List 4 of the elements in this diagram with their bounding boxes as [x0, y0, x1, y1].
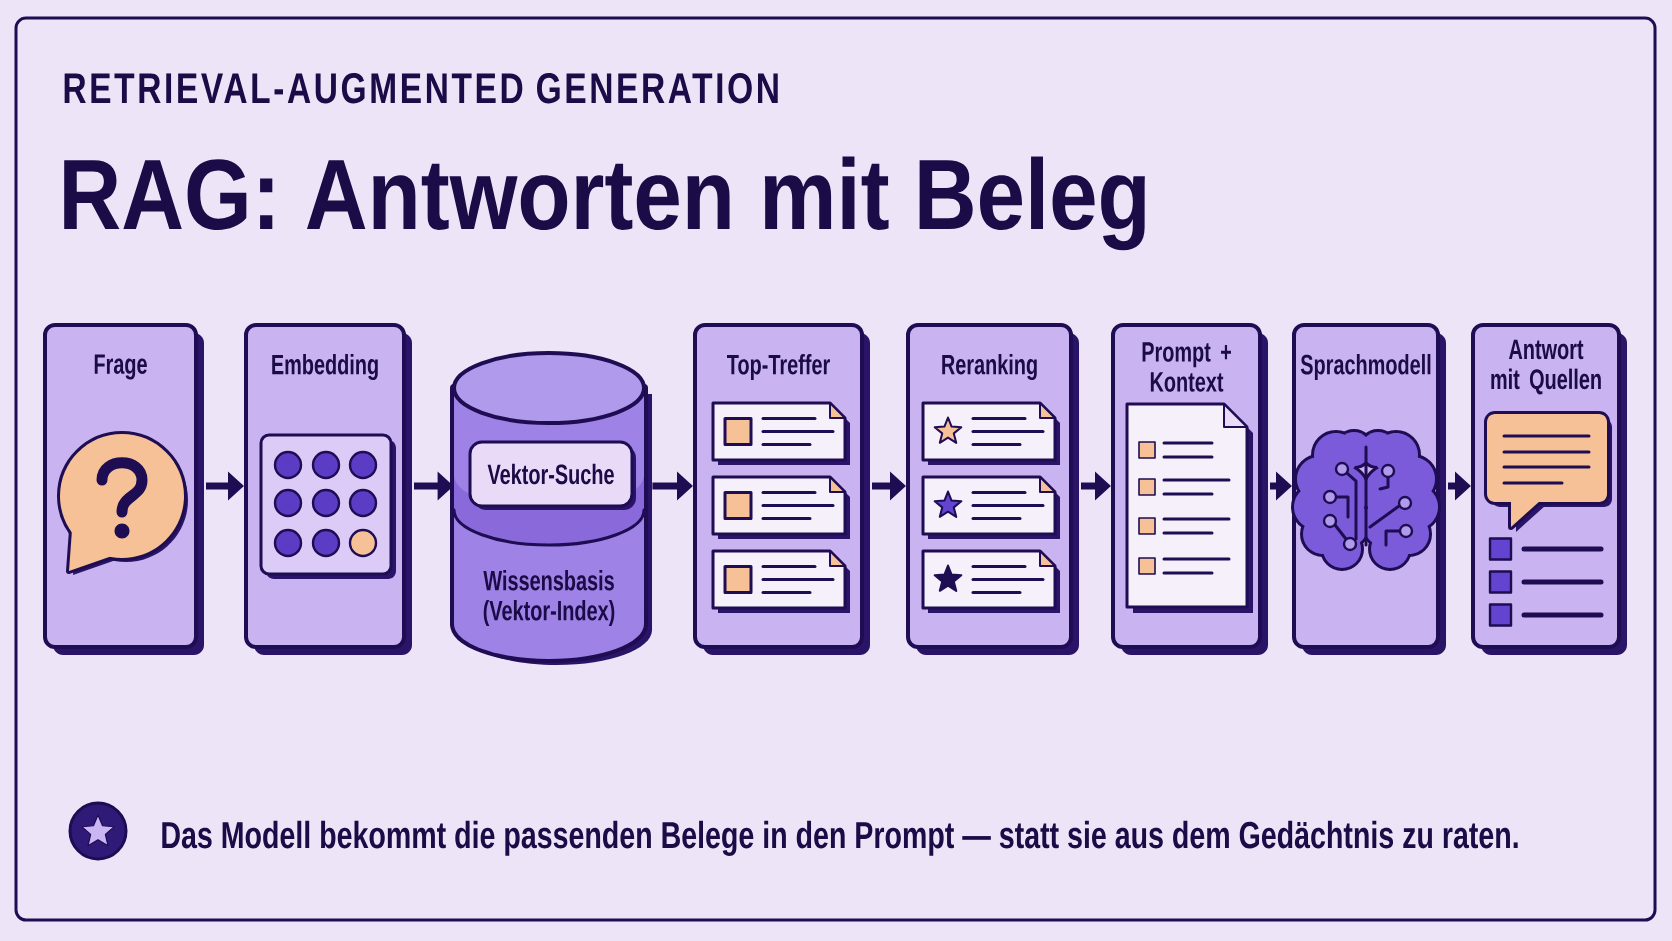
search-box: Vektor-Suche: [468, 440, 636, 510]
kicker: RETRIEVAL-AUGMENTED GENERATION: [64, 72, 778, 104]
title: RAG: Antworten mit Beleg: [64, 156, 1145, 251]
caption: Das Modell bekommt die passenden Belege in den Prompt — statt sie aus dem Gedächtnis zu raten.: [162, 820, 1518, 856]
